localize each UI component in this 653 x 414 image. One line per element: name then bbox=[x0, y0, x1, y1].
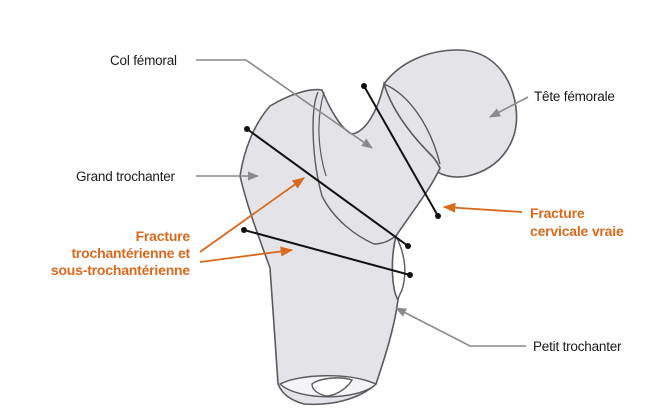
label-fracture-trochanterienne-line2: trochantérienne et bbox=[71, 245, 190, 261]
lesser-trochanter-shape bbox=[396, 236, 405, 300]
fracture-line-trochanteric-end-left bbox=[244, 126, 250, 132]
fracture-line-subtrochanteric-end-left bbox=[241, 227, 247, 233]
fracture-line-subtrochanteric-end-right bbox=[407, 272, 413, 278]
label-fracture-trochanterienne: Fracture trochantérienne et sous-trochan… bbox=[51, 228, 191, 278]
leader-petit-trochanter bbox=[396, 308, 526, 346]
label-fracture-cervicale-line1: Fracture bbox=[530, 205, 585, 221]
leader-fracture-cervicale bbox=[444, 207, 522, 212]
label-grand-trochanter: Grand trochanter bbox=[76, 169, 176, 184]
label-fracture-cervicale-line2: cervicale vraie bbox=[530, 223, 624, 239]
fracture-line-cervical-end-bottom bbox=[435, 213, 441, 219]
label-petit-trochanter: Petit trochanter bbox=[533, 339, 622, 354]
fracture-line-cervical-end-top bbox=[361, 83, 367, 89]
label-fracture-trochanterienne-line3: sous-trochantérienne bbox=[51, 262, 191, 278]
label-col-femoral: Col fémoral bbox=[110, 53, 177, 68]
label-fracture-cervicale: Fracture cervicale vraie bbox=[530, 205, 624, 239]
label-fracture-trochanterienne-line1: Fracture bbox=[136, 228, 191, 244]
label-tete-femorale: Tête fémorale bbox=[534, 89, 615, 104]
femur-bone bbox=[240, 50, 517, 404]
fracture-line-trochanteric-end-right bbox=[405, 243, 411, 249]
